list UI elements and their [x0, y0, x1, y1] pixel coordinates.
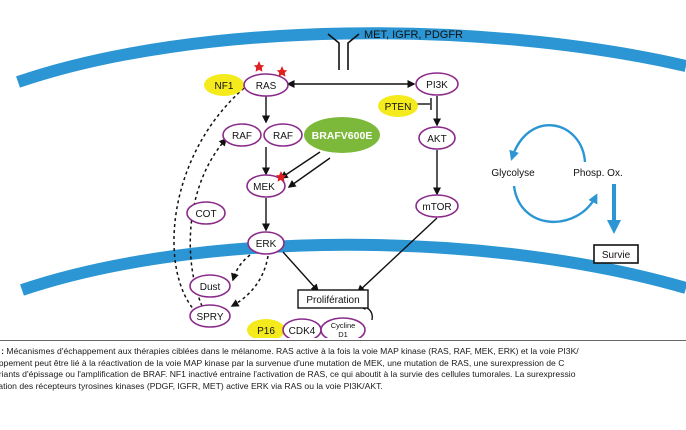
braf-mek-arrow-2	[287, 157, 331, 188]
mek-label: MEK	[253, 182, 275, 193]
mtor-node	[415, 194, 459, 218]
caption-line-1-text: Mécanismes d'échappement aux thérapies c…	[4, 346, 579, 356]
caption-divider	[0, 340, 686, 341]
caption-lead: 1 :	[0, 346, 5, 356]
proliferation-label: Prolifération	[306, 295, 359, 306]
p16-label: P16	[257, 326, 275, 337]
dust-label: Dust	[200, 282, 221, 293]
cycle-bottom-arrow	[512, 185, 598, 224]
pi3k-label: PI3K	[426, 80, 448, 91]
phosp-ox-label: Phosp. Ox.	[573, 168, 622, 179]
caption-line-2: appement peut être lié à la réactivation…	[0, 357, 565, 368]
erk-dust-dotted-arrow	[231, 254, 251, 282]
cot-node	[186, 201, 226, 225]
brafv600e-label: BRAFV600E	[312, 130, 373, 142]
mtor-label: mTOR	[422, 202, 451, 213]
mek-mutation-star	[275, 171, 287, 182]
survival-box	[593, 244, 639, 264]
erk-spry-dotted-arrow	[230, 255, 269, 307]
cyclin-d1-label-line1: Cycline	[331, 321, 356, 330]
ras-mutation-star-1	[253, 61, 265, 72]
signaling-pathway-diagram: MET, IGFR, PDGFR	[16, 27, 686, 338]
raf-node-1	[222, 123, 262, 147]
cyclin-d1-label-line2: D1	[338, 330, 348, 338]
dust-node	[189, 274, 231, 298]
receptor-icon	[327, 33, 360, 70]
metabolism-cycle	[509, 124, 598, 224]
raf2-label: RAF	[273, 131, 293, 142]
receptors-label: MET, IGFR, PDGFR	[364, 29, 463, 41]
cot-label: COT	[195, 209, 216, 220]
spry-node	[189, 304, 231, 328]
braf-mek-arrow-1	[279, 151, 321, 179]
caption-line-1: 1 : Mécanismes d'échappement aux thérapi…	[0, 346, 686, 358]
bottom-cell-membrane	[20, 238, 686, 296]
figure-caption: 1 : Mécanismes d'échappement aux thérapi…	[0, 346, 686, 430]
akt-label: AKT	[427, 134, 446, 145]
caption-line-4: vation des récepteurs tyrosines kinases …	[0, 380, 383, 391]
proliferation-box	[297, 289, 369, 309]
pi3k-node	[415, 72, 459, 96]
mek-node	[246, 174, 286, 198]
nf1-highlight	[204, 74, 244, 96]
pten-highlight	[378, 95, 418, 117]
nf1-label: NF1	[215, 81, 234, 92]
akt-node	[418, 126, 456, 150]
mutation-stars	[253, 61, 288, 182]
spry-ras-dotted-feedback	[173, 82, 252, 313]
raf-node-2	[263, 123, 303, 147]
glycolysis-label: Glycolyse	[491, 168, 535, 179]
survival-label: Survie	[602, 250, 631, 261]
erk-node	[247, 231, 285, 255]
ras-mutation-star-2	[276, 66, 288, 77]
spry-label: SPRY	[196, 312, 223, 323]
ras-node	[243, 73, 289, 97]
p16-highlight	[247, 319, 285, 338]
top-cell-membrane	[16, 27, 686, 88]
raf1-label: RAF	[232, 131, 252, 142]
erk-label: ERK	[256, 239, 277, 250]
cyclin-d1-node	[320, 317, 366, 338]
erk-proliferation-arrow	[282, 251, 320, 293]
mtor-proliferation-arrow	[356, 217, 438, 294]
ras-label: RAS	[256, 81, 277, 92]
brafv600e-node	[304, 117, 380, 153]
cycle-top-arrow	[509, 124, 587, 163]
pten-label: PTEN	[385, 102, 412, 113]
cdk4-label: CDK4	[289, 326, 316, 337]
caption-line-3: ariants d'épissage ou l'amplification de…	[0, 369, 576, 379]
